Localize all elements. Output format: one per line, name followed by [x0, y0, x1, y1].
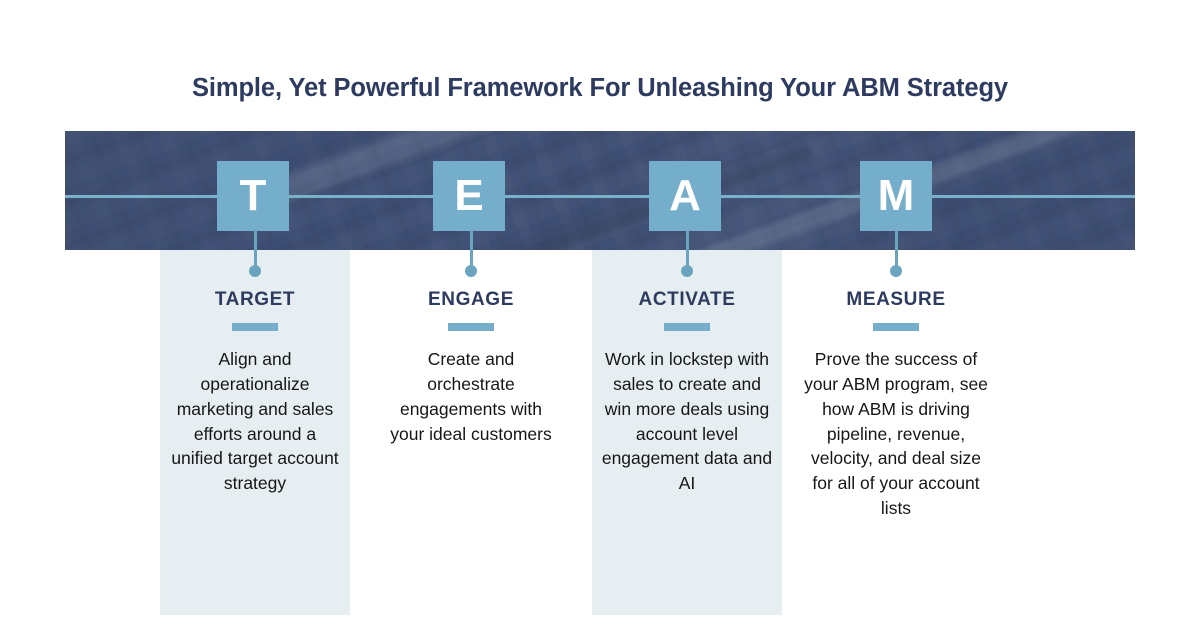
accent-rule: [448, 323, 494, 331]
stem-line: [894, 230, 898, 270]
step-label-target: TARGET: [214, 289, 296, 310]
step-column-activate: ACTIVATE Work in lockstep with sales to …: [592, 230, 782, 615]
stem-line: [253, 230, 257, 270]
step-label-engage: ENGAGE: [428, 289, 514, 310]
connector-line-left-stub: [65, 195, 217, 198]
accent-rule: [232, 323, 278, 331]
letter-box-engage: E: [433, 161, 505, 231]
letter-box-measure: M: [860, 161, 932, 231]
connector-line-t-e: [289, 195, 437, 198]
step-column-engage: ENGAGE Create and orchestrate engagement…: [376, 230, 566, 615]
stem-line: [685, 230, 689, 270]
step-column-target: TARGET Align and operationalize marketin…: [160, 230, 350, 615]
step-body-engage: Create and orchestrate engagements with …: [390, 349, 552, 444]
letter-box-target: T: [217, 161, 289, 231]
step-body-activate: Work in lockstep with sales to create an…: [601, 349, 773, 494]
stem-dot-icon: [249, 265, 261, 277]
step-label-activate: ACTIVATE: [638, 289, 736, 310]
accent-rule: [873, 323, 919, 331]
stem-dot-icon: [681, 265, 693, 277]
connector-line-right-stub: [932, 195, 1135, 198]
step-label-measure: MEASURE: [846, 289, 946, 310]
step-column-measure: MEASURE Prove the success of your ABM pr…: [801, 230, 991, 615]
stem-dot-icon: [890, 265, 902, 277]
accent-rule: [664, 323, 710, 331]
letter-box-activate: A: [649, 161, 721, 231]
connector-line-e-a: [505, 195, 649, 198]
step-body-target: Align and operationalize marketing and s…: [171, 349, 339, 494]
stem-line: [469, 230, 473, 270]
connector-line-a-m: [721, 195, 860, 198]
step-body-measure: Prove the success of your ABM program, s…: [804, 349, 988, 519]
page-title: Simple, Yet Powerful Framework For Unlea…: [191, 74, 1009, 102]
stem-dot-icon: [465, 265, 477, 277]
